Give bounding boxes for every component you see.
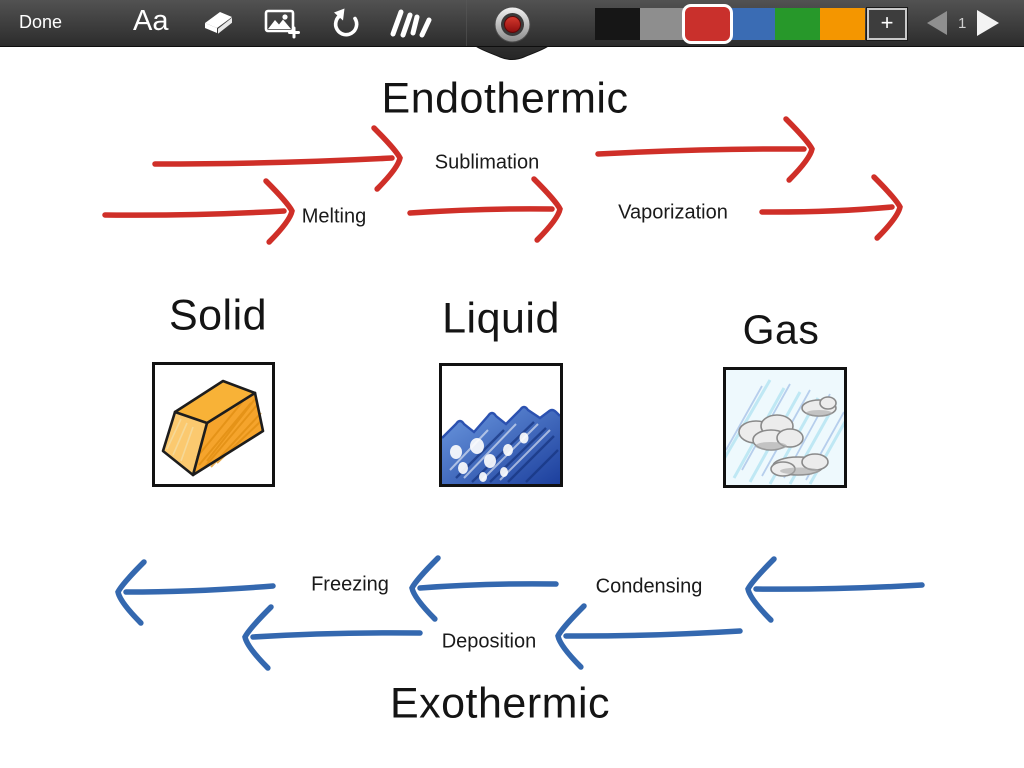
clouds-sketch-icon	[726, 370, 844, 485]
color-swatch-green[interactable]	[775, 8, 820, 40]
text-tool-button[interactable]: Aa	[133, 5, 169, 37]
freezing-label[interactable]: Freezing	[311, 573, 389, 596]
endothermic-title[interactable]: Endothermic	[381, 74, 629, 123]
melting-label[interactable]: Melting	[301, 205, 367, 228]
water-waves-sketch-icon	[442, 405, 560, 484]
page-number: 1	[958, 14, 967, 32]
color-swatch-black[interactable]	[595, 8, 640, 40]
sublimation-label[interactable]: Sublimation	[434, 151, 540, 174]
vaporization-label[interactable]: Vaporization	[618, 201, 728, 224]
deposition-label[interactable]: Deposition	[441, 630, 537, 653]
record-button[interactable]	[494, 6, 531, 43]
solid-label[interactable]: Solid	[168, 291, 268, 340]
exothermic-title[interactable]: Exothermic	[389, 679, 611, 728]
marker-icon[interactable]	[388, 8, 434, 38]
color-swatch-red[interactable]	[685, 6, 730, 41]
undo-icon[interactable]	[331, 8, 361, 38]
previous-page-icon[interactable]	[926, 10, 948, 36]
color-swatch-blue[interactable]	[730, 8, 775, 40]
gas-label[interactable]: Gas	[742, 306, 820, 353]
add-color-button[interactable]: +	[866, 7, 908, 41]
color-swatch-gray[interactable]	[640, 8, 685, 40]
next-page-icon[interactable]	[976, 9, 1000, 37]
liquid-image-waves[interactable]	[439, 363, 563, 487]
eraser-icon[interactable]	[202, 8, 235, 36]
solid-image-gold-bar[interactable]	[152, 362, 275, 487]
gold-bar-sketch-icon	[161, 379, 265, 477]
color-swatch-orange[interactable]	[820, 8, 865, 40]
page-navigator: 1	[926, 0, 1000, 46]
toolbar-divider	[466, 0, 467, 46]
color-palette: +	[595, 6, 908, 41]
liquid-label[interactable]: Liquid	[442, 294, 560, 343]
add-image-icon[interactable]	[264, 8, 300, 39]
gas-image-clouds[interactable]	[723, 367, 847, 488]
condensing-label[interactable]: Condensing	[595, 575, 703, 598]
done-button[interactable]: Done	[19, 12, 63, 32]
